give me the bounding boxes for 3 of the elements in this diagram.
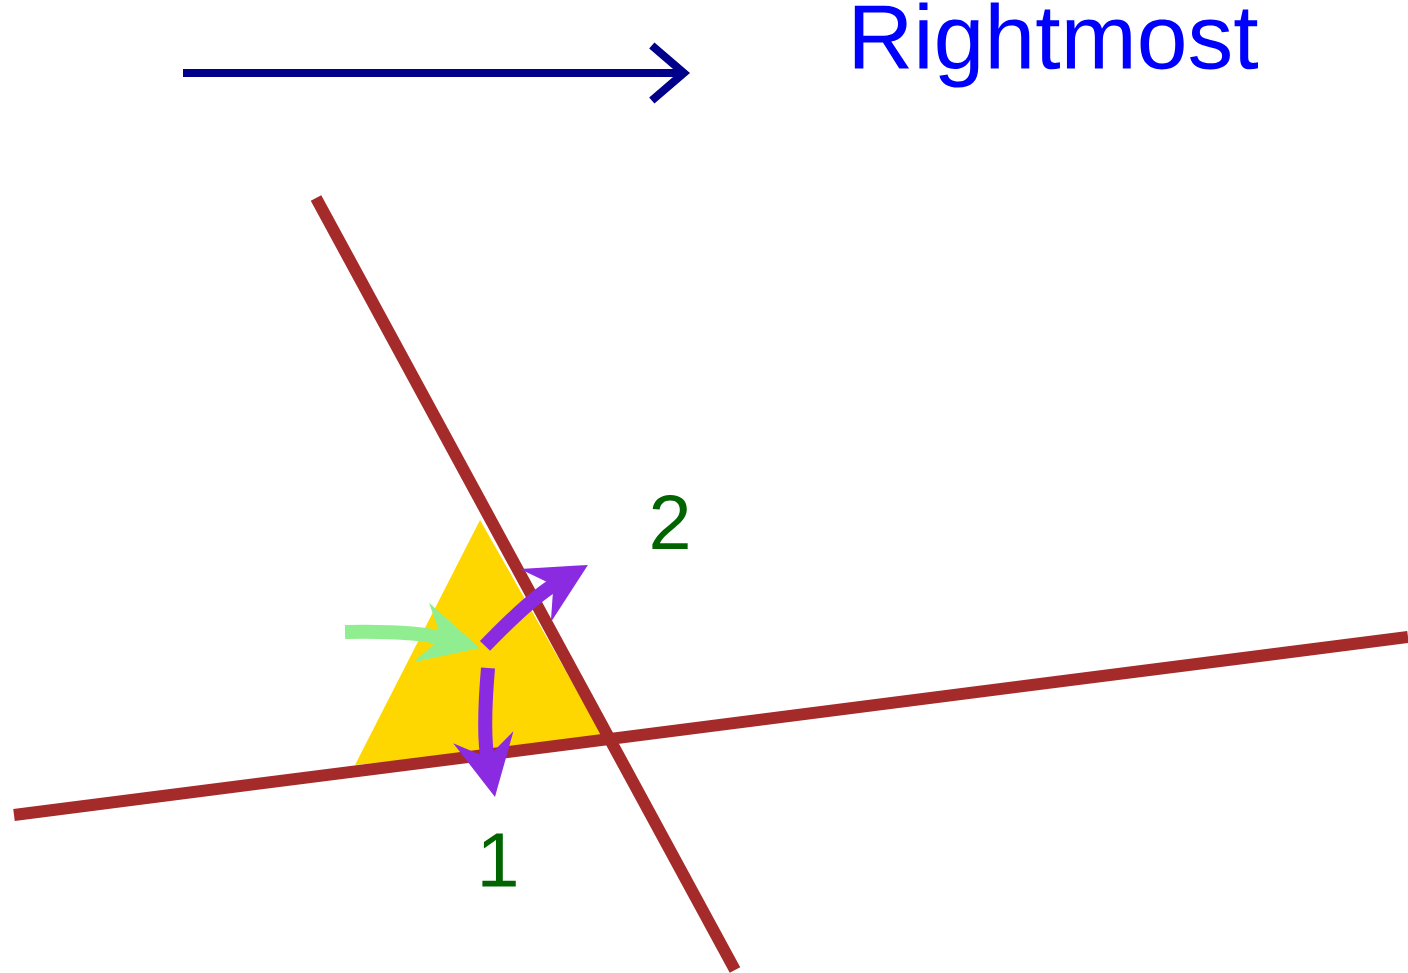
title-text: Rightmost	[854, 2, 1258, 88]
point-label: 1	[482, 833, 516, 887]
point-label: 2	[652, 494, 688, 549]
